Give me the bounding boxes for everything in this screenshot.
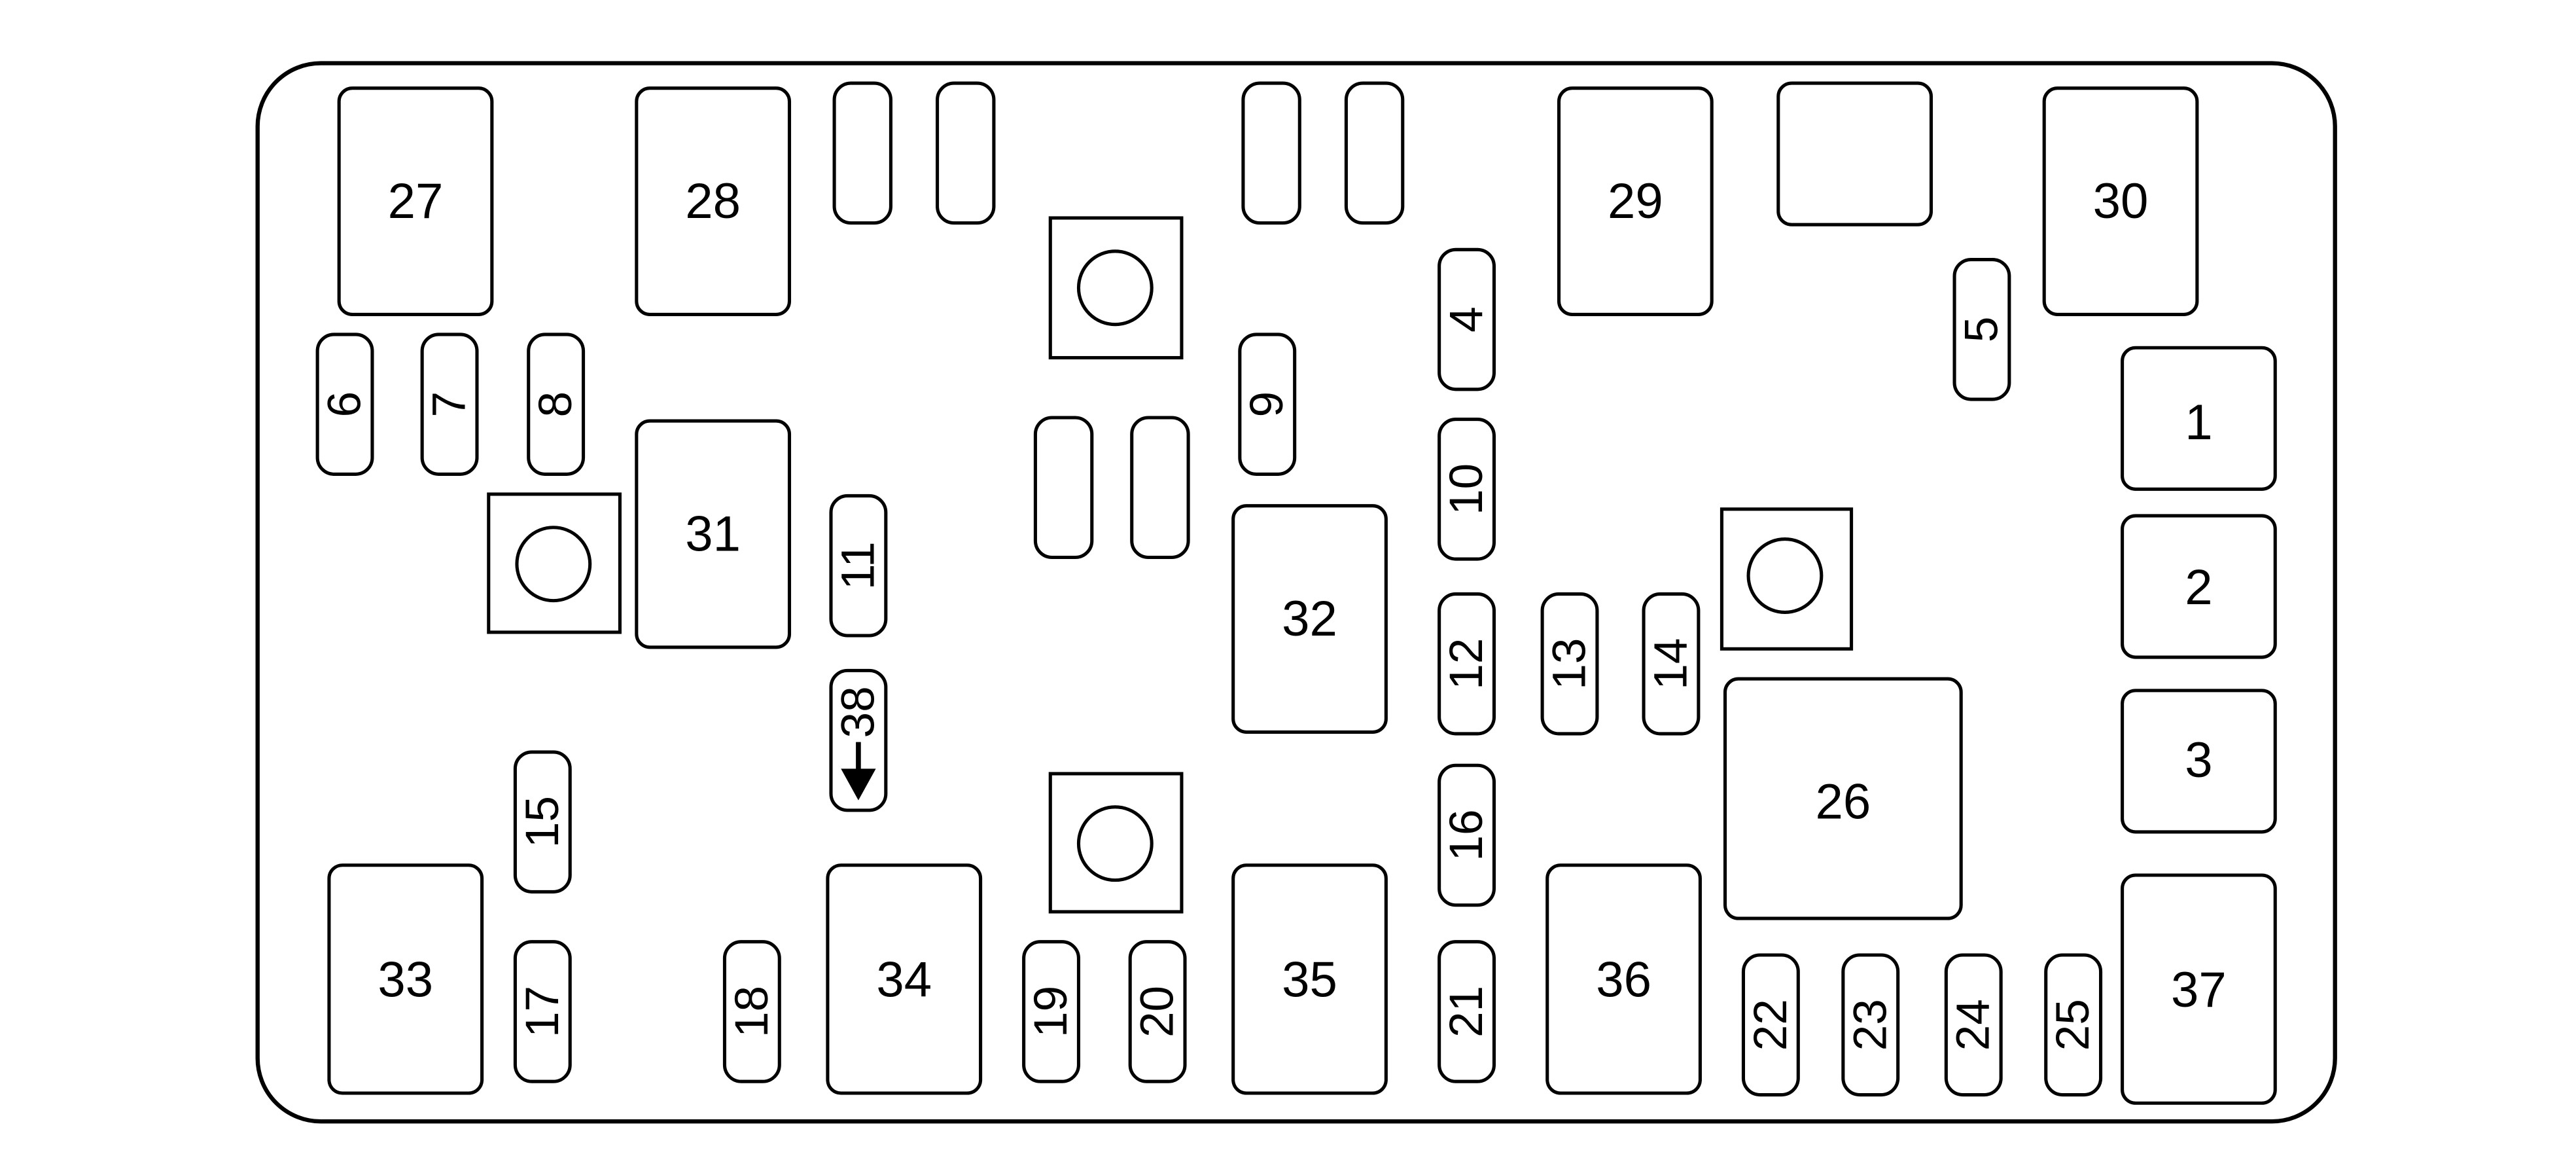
fuse-12: 12 [1438, 592, 1496, 736]
fuse-17: 17 [513, 940, 572, 1083]
maxi-fuse-3: 3 [2121, 689, 2277, 834]
fuse-8: 8 [527, 333, 586, 476]
relay-26: 26 [1723, 677, 1963, 920]
spare-slot [1130, 416, 1190, 560]
fuse-18: 18 [722, 940, 781, 1083]
fuse-13-label: 13 [1544, 638, 1596, 690]
fuse-10: 10 [1438, 418, 1496, 561]
relay-33-label: 33 [378, 952, 433, 1008]
fuse-16-label: 16 [1441, 809, 1492, 861]
spare-slot [1033, 416, 1094, 560]
fuse-38: 38 [829, 668, 888, 812]
fuse-18-label: 18 [726, 986, 778, 1038]
fuse-17-label: 17 [517, 986, 569, 1038]
fuse-7: 7 [420, 333, 479, 476]
fuse-14: 14 [1642, 592, 1701, 736]
fuse-4: 4 [1438, 247, 1496, 391]
relay-27: 27 [337, 86, 494, 316]
fuse-8-label: 8 [530, 391, 582, 418]
fuse-15: 15 [513, 750, 572, 893]
mounting-bolt [1720, 507, 1854, 651]
fuse-23: 23 [1841, 953, 1900, 1097]
relay-34: 34 [826, 863, 983, 1095]
fuse-14-label: 14 [1645, 638, 1697, 690]
fuse-15-label: 15 [517, 796, 569, 848]
relay-37: 37 [2121, 873, 2277, 1105]
fuse-9-label: 9 [1241, 391, 1293, 418]
fuse-25-label: 25 [2047, 999, 2099, 1051]
maxi-fuse-2: 2 [2121, 514, 2277, 659]
spare-slot [1344, 81, 1405, 225]
relay-31: 31 [635, 419, 792, 649]
spare-slot [1241, 81, 1301, 225]
fuse-4-label: 4 [1441, 306, 1492, 333]
relay-29: 29 [1557, 86, 1714, 316]
fuse-24: 24 [1944, 953, 2003, 1097]
maxi-fuse-1: 1 [2121, 346, 2277, 491]
relay-34-label: 34 [876, 952, 932, 1008]
fuse-25: 25 [2044, 953, 2103, 1097]
maxi-fuse-1-label: 1 [2185, 395, 2212, 450]
relay-33: 33 [327, 863, 484, 1095]
relay-29-label: 29 [1608, 173, 1663, 229]
relay-32: 32 [1231, 504, 1388, 734]
fuse-13: 13 [1540, 592, 1599, 736]
fuse-19: 19 [1022, 940, 1080, 1083]
fuse-11: 11 [829, 494, 888, 638]
fuse-22-label: 22 [1745, 999, 1797, 1051]
spare-slot [936, 81, 996, 225]
fuse-22: 22 [1741, 953, 1800, 1097]
fuse-24-label: 24 [1948, 999, 2000, 1051]
fuse-9: 9 [1238, 333, 1297, 476]
fuse-16: 16 [1438, 763, 1496, 907]
relay-28-label: 28 [685, 173, 741, 229]
maxi-fuse-2-label: 2 [2185, 560, 2212, 615]
fuse-19-label: 19 [1025, 986, 1077, 1038]
fuse-6-label: 6 [319, 391, 371, 418]
mounting-bolt [1048, 772, 1184, 914]
relay-31-label: 31 [685, 506, 741, 562]
fuse-20-label: 20 [1132, 986, 1184, 1038]
relay-30-label: 30 [2093, 173, 2149, 229]
relay-37-label: 37 [2171, 962, 2227, 1018]
relay-36: 36 [1545, 863, 1702, 1095]
fuse-11-label: 11 [832, 541, 884, 590]
fuse-6: 6 [315, 333, 374, 476]
spare-slot [832, 81, 892, 225]
fuse-23-label: 23 [1844, 999, 1896, 1051]
relay-36-label: 36 [1596, 952, 1651, 1008]
fuse-21-label: 21 [1441, 986, 1492, 1038]
relay-26-label: 26 [1815, 774, 1871, 830]
fuse-12-label: 12 [1441, 638, 1492, 690]
mounting-bolt [487, 492, 622, 634]
relay-32-label: 32 [1282, 591, 1337, 647]
mounting-bolt [1048, 216, 1184, 360]
fuse-5: 5 [1952, 257, 2011, 401]
fuse-10-label: 10 [1441, 463, 1492, 515]
fuse-20: 20 [1128, 940, 1187, 1083]
relay-27-label: 27 [388, 173, 444, 229]
maxi-fuse-3-label: 3 [2185, 732, 2212, 788]
relay-35-label: 35 [1282, 952, 1337, 1008]
fuse-5-label: 5 [1956, 316, 2007, 342]
relay-35: 35 [1231, 863, 1388, 1095]
relay-28: 28 [635, 86, 792, 316]
fuse-38-label: 38 [832, 686, 884, 738]
relay-unlabeled-top [1776, 81, 1933, 226]
fuse-7-label: 7 [424, 391, 476, 418]
arrow-down-icon [841, 742, 876, 801]
fuse-21: 21 [1438, 940, 1496, 1083]
relay-30: 30 [2042, 86, 2199, 316]
